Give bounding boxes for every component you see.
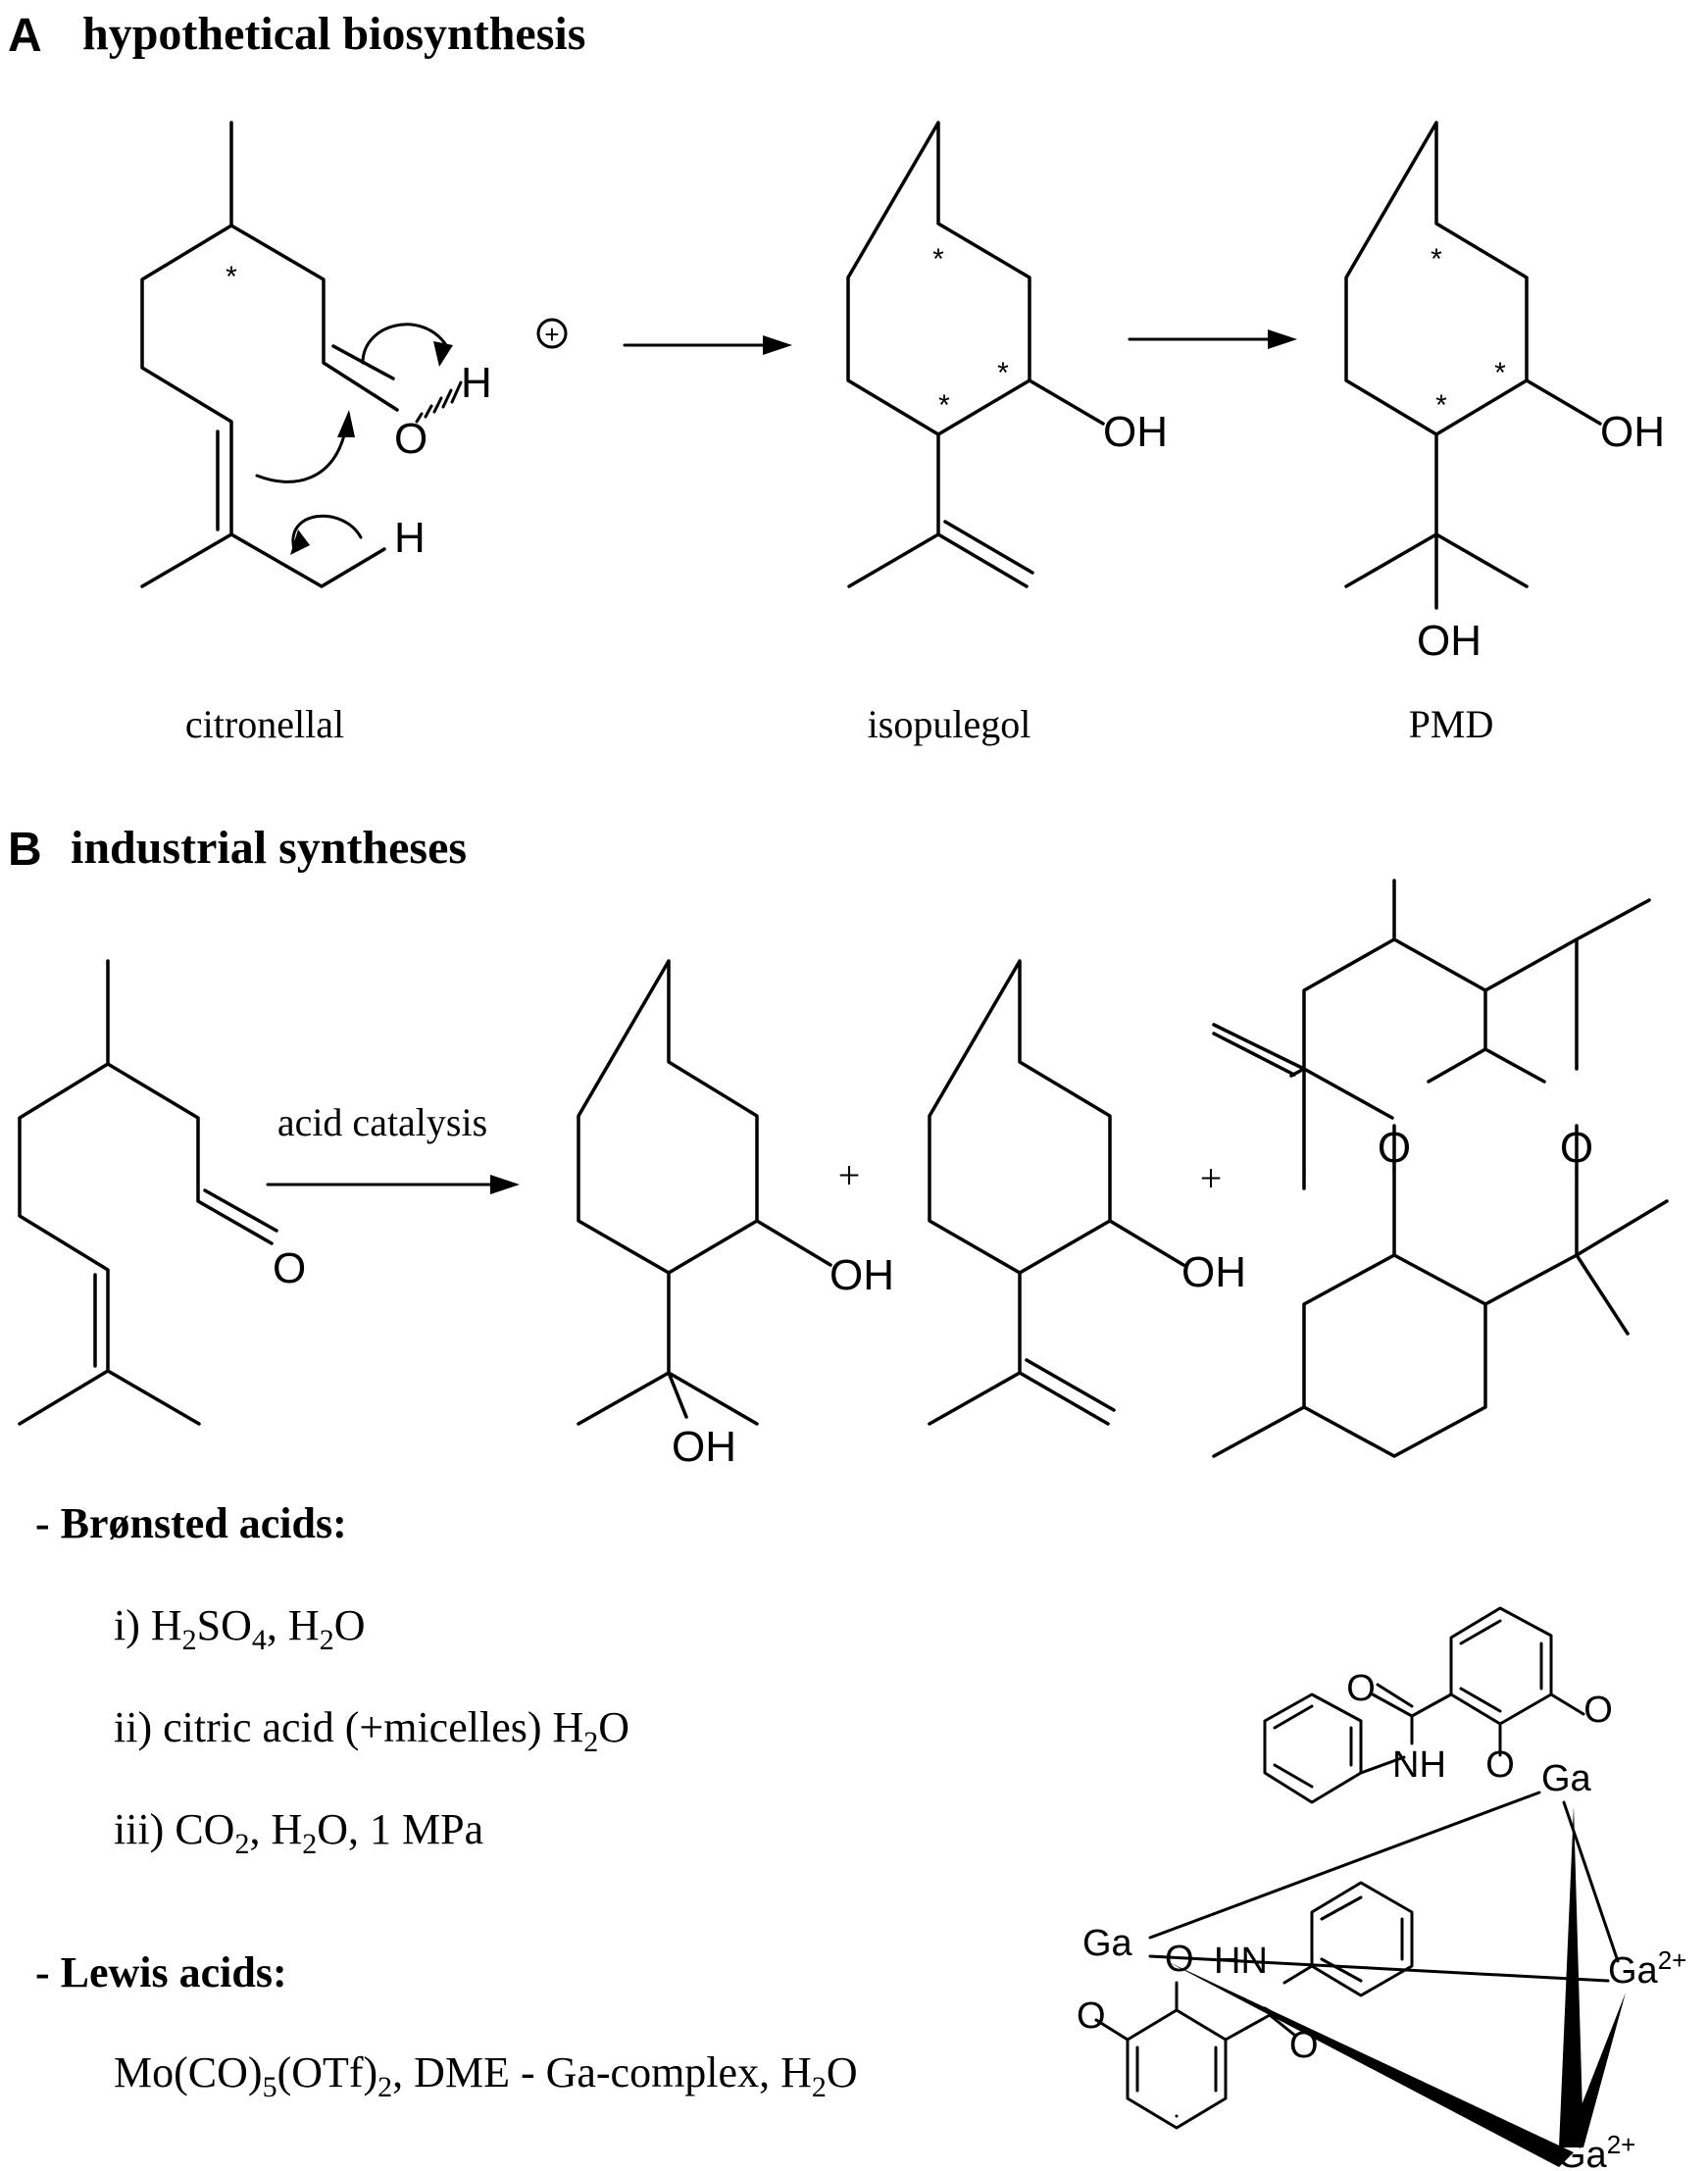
acetal-oxygen-left: O xyxy=(1378,1124,1411,1172)
complex-gallium-bottom: Ga2+ xyxy=(1557,2130,1635,2171)
pmd-ring-hydroxyl: OH xyxy=(1600,408,1665,456)
citronellal-acid-hydrogen: H xyxy=(461,359,492,407)
section-b-letter: B xyxy=(8,824,42,876)
positive-charge-symbol: + xyxy=(544,320,559,349)
citronellal-reactant-oxygen: O xyxy=(273,1244,306,1292)
product-isopulegol-structure xyxy=(928,959,1185,1426)
complex-gallium-right: Ga2+ xyxy=(1608,1945,1686,1992)
pmd-side-hydroxyl: OH xyxy=(1417,617,1482,665)
stereocenter-marker: * xyxy=(997,357,1009,389)
complex-carbonyl-oxygen-upper: O xyxy=(1346,1668,1376,1709)
stereocenter-marker: * xyxy=(1431,243,1442,276)
arrow-label-acid-catalysis: acid catalysis xyxy=(277,1100,487,1144)
complex-amide-nh: NH xyxy=(1392,1744,1446,1786)
section-b-title: industrial syntheses xyxy=(71,822,467,874)
reaction-arrow-2 xyxy=(1128,329,1297,349)
citronellal-structure xyxy=(140,121,463,588)
bronsted-item-1: i) H2SO4, H2O xyxy=(114,1601,365,1656)
citronellal-reactant-structure xyxy=(18,959,278,1426)
isopulegol-hydroxyl: OH xyxy=(1103,408,1168,456)
product-pmd-structure xyxy=(577,959,832,1426)
product-acetal-structure xyxy=(1212,879,1669,1458)
complex-phenoxide-oxygen-left: O xyxy=(1077,1995,1106,2037)
pmd-structure xyxy=(1344,121,1602,610)
product-pmd-side-hydroxyl: OH xyxy=(672,1423,736,1471)
isopulegol-structure xyxy=(846,121,1105,588)
complex-amide-hn: HN xyxy=(1214,1941,1268,1982)
complex-gallium-top: Ga xyxy=(1541,1758,1592,1799)
plus-sign-1: + xyxy=(838,1153,861,1197)
product-pmd-ring-hydroxyl: OH xyxy=(829,1251,894,1299)
lewis-heading: - Lewis acids: xyxy=(35,1948,287,1996)
stereocenter-marker: * xyxy=(226,261,237,293)
stereocenter-marker: * xyxy=(932,243,944,276)
acetal-oxygen-right: O xyxy=(1560,1124,1593,1172)
label-isopulegol: isopulegol xyxy=(868,702,1031,746)
complex-carbonyl-oxygen-lower: O xyxy=(1289,2025,1319,2066)
product-isopulegol-hydroxyl: OH xyxy=(1181,1248,1246,1296)
bronsted-heading: - Brønsted acids: xyxy=(35,1499,347,1547)
lewis-item: Mo(CO)5(OTf)2, DME - Ga-complex, H2O xyxy=(114,2048,858,2103)
stereocenter-marker: * xyxy=(938,389,950,422)
label-pmd: PMD xyxy=(1409,702,1494,746)
complex-phenoxide-oxygen-upper: O xyxy=(1583,1690,1613,1731)
complex-phenoxide-oxygen-lower: O xyxy=(1165,1939,1194,1980)
bronsted-item-3: iii) CO2, H2O, 1 MPa xyxy=(114,1805,483,1860)
complex-phenoxide-oxygen-inner: O xyxy=(1485,1744,1515,1786)
citronellal-oxygen: O xyxy=(394,415,427,463)
citronellal-allylic-hydrogen: H xyxy=(394,514,426,562)
stereocenter-marker: * xyxy=(1494,357,1506,389)
reaction-arrow-1 xyxy=(623,335,792,355)
section-a-title: hypothetical biosynthesis xyxy=(82,8,585,60)
positive-charge-icon xyxy=(536,318,568,349)
gallium-complex-structure xyxy=(1094,1606,1626,2167)
stereocenter-marker: * xyxy=(1435,389,1447,422)
complex-gallium-left: Ga xyxy=(1082,1923,1133,1964)
reaction-arrow-3 xyxy=(266,1175,520,1194)
bronsted-item-2: ii) citric acid (+micelles) H2O xyxy=(114,1703,629,1758)
section-a-letter: A xyxy=(8,10,42,62)
plus-sign-2: + xyxy=(1200,1156,1223,1200)
label-citronellal: citronellal xyxy=(185,702,344,746)
